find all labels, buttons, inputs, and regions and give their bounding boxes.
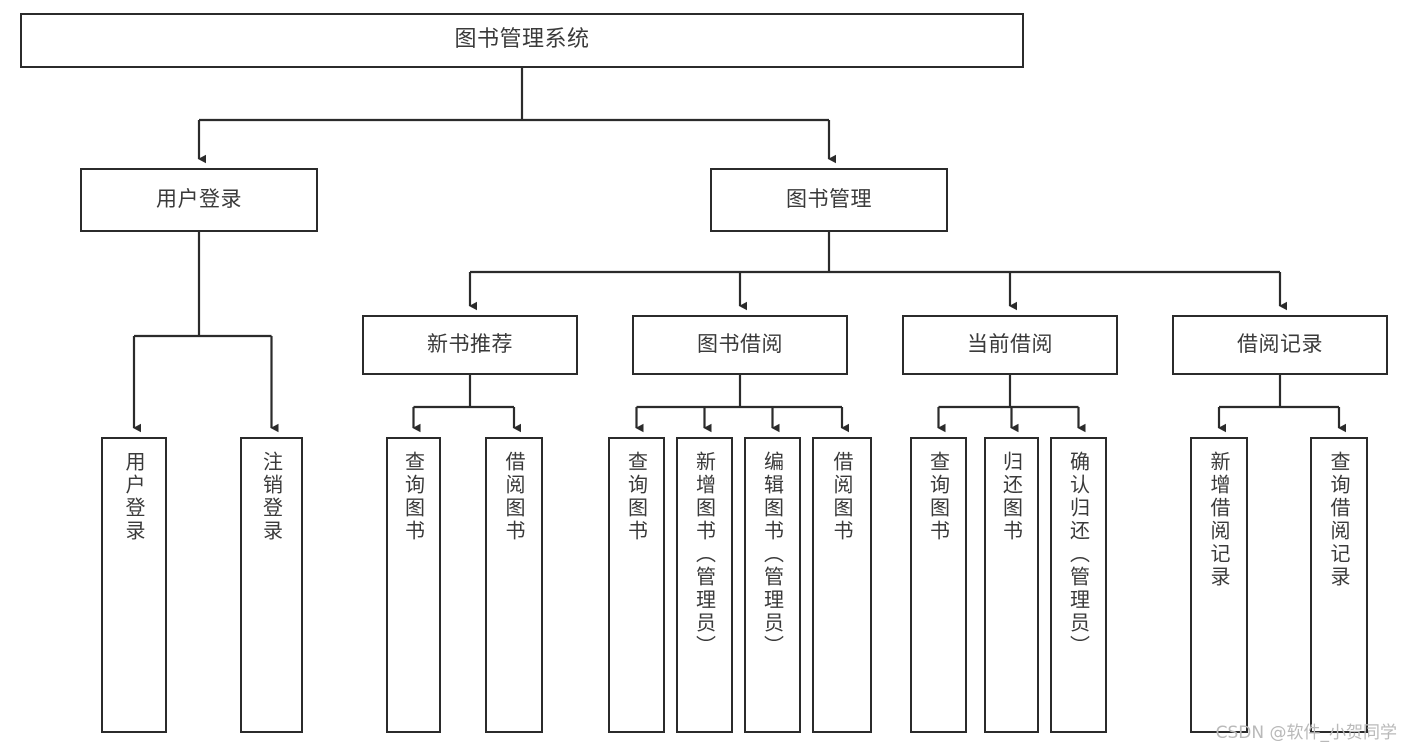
node-label: 查询借阅记录 <box>1327 451 1351 589</box>
node-label: 确认归还（管理员） <box>1066 451 1091 658</box>
node-current[interactable]: 当前借阅 <box>902 315 1118 375</box>
node-label: 新书推荐 <box>427 332 513 357</box>
node-label: 查询图书 <box>926 451 951 543</box>
node-records[interactable]: 借阅记录 <box>1172 315 1388 375</box>
node-label: 用户登录 <box>156 187 242 212</box>
node-l-confirm[interactable]: 确认归还（管理员） <box>1050 437 1107 733</box>
node-l-query3[interactable]: 查询图书 <box>910 437 967 733</box>
node-root[interactable]: 图书管理系统 <box>20 13 1024 68</box>
node-l-borrow2[interactable]: 借阅图书 <box>812 437 872 733</box>
node-label: 用户登录 <box>122 451 146 543</box>
node-login[interactable]: 用户登录 <box>80 168 318 232</box>
node-l-addrec[interactable]: 新增借阅记录 <box>1190 437 1248 733</box>
node-label: 借阅图书 <box>502 451 526 543</box>
node-borrow[interactable]: 图书借阅 <box>632 315 848 375</box>
node-l-edit[interactable]: 编辑图书（管理员） <box>744 437 801 733</box>
node-l-login[interactable]: 用户登录 <box>101 437 167 733</box>
node-label: 编辑图书（管理员） <box>760 451 785 658</box>
node-bookmgmt[interactable]: 图书管理 <box>710 168 948 232</box>
node-l-queryrec[interactable]: 查询借阅记录 <box>1310 437 1368 733</box>
node-label: 借阅记录 <box>1237 332 1323 357</box>
node-l-borrow1[interactable]: 借阅图书 <box>485 437 543 733</box>
node-newbook[interactable]: 新书推荐 <box>362 315 578 375</box>
node-label: 查询图书 <box>624 451 649 543</box>
node-label: 图书管理系统 <box>454 27 590 53</box>
node-label: 图书管理 <box>786 187 872 212</box>
watermark: CSDN @软件_小贺同学 <box>1215 723 1397 743</box>
node-label: 图书借阅 <box>697 332 783 357</box>
node-l-logout[interactable]: 注销登录 <box>240 437 303 733</box>
node-label: 新增借阅记录 <box>1207 451 1231 589</box>
node-label: 归还图书 <box>999 451 1024 543</box>
node-l-query2[interactable]: 查询图书 <box>608 437 665 733</box>
node-l-add[interactable]: 新增图书（管理员） <box>676 437 733 733</box>
node-label: 借阅图书 <box>830 451 854 543</box>
node-l-return[interactable]: 归还图书 <box>984 437 1039 733</box>
node-l-query1[interactable]: 查询图书 <box>386 437 441 733</box>
node-label: 注销登录 <box>259 451 284 543</box>
node-label: 查询图书 <box>401 451 426 543</box>
node-label: 当前借阅 <box>967 332 1053 357</box>
node-label: 新增图书（管理员） <box>692 451 717 658</box>
